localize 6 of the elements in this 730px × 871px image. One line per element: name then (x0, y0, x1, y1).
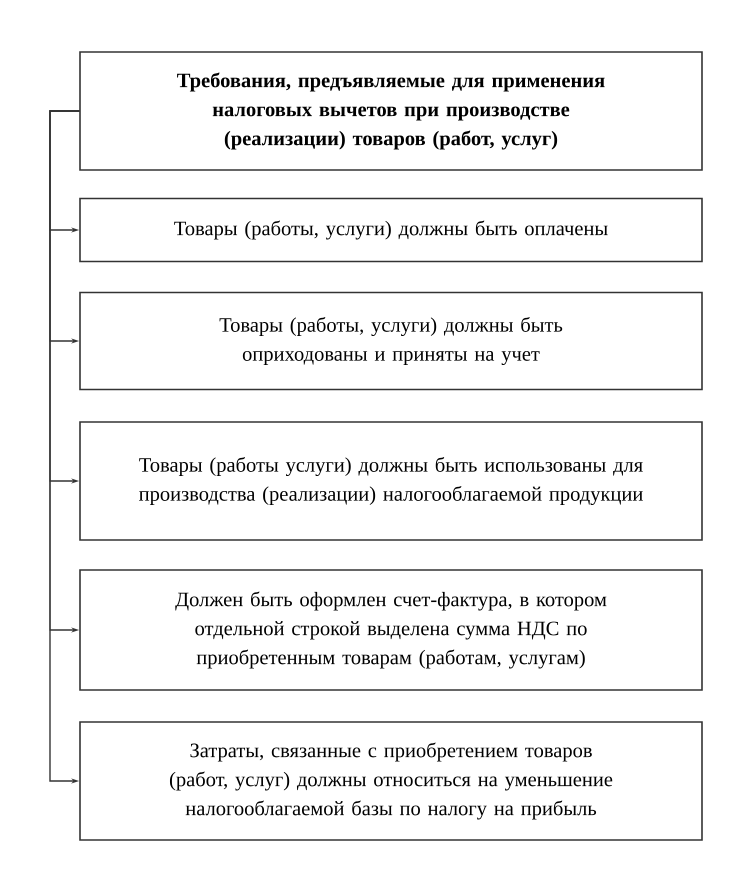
requirement-box: Должен быть оформлен счет-фактура, в котором отдельной строкой выделена сумма НДС по приобретенным товарам (работам, услугам) (79, 569, 703, 691)
requirement-box: Товары (работы услуги) должны быть использованы для производства (реализации) налогооблагаемой продукции (79, 421, 703, 541)
requirement-box: Затраты, связанные с приобретением товаров (работ, услуг) должны относиться на уменьшение налогооблагаемой базы по налогу на прибыль (79, 721, 703, 841)
heading-box: Требования, предъявляемые для применения налоговых вычетов при производстве (реализации) товаров (работ, услуг) (79, 51, 703, 171)
requirement-box: Товары (работы, услуги) должны быть оприходованы и приняты на учет (79, 292, 703, 390)
requirement-box: Товары (работы, услуги) должны быть оплачены (79, 198, 703, 262)
